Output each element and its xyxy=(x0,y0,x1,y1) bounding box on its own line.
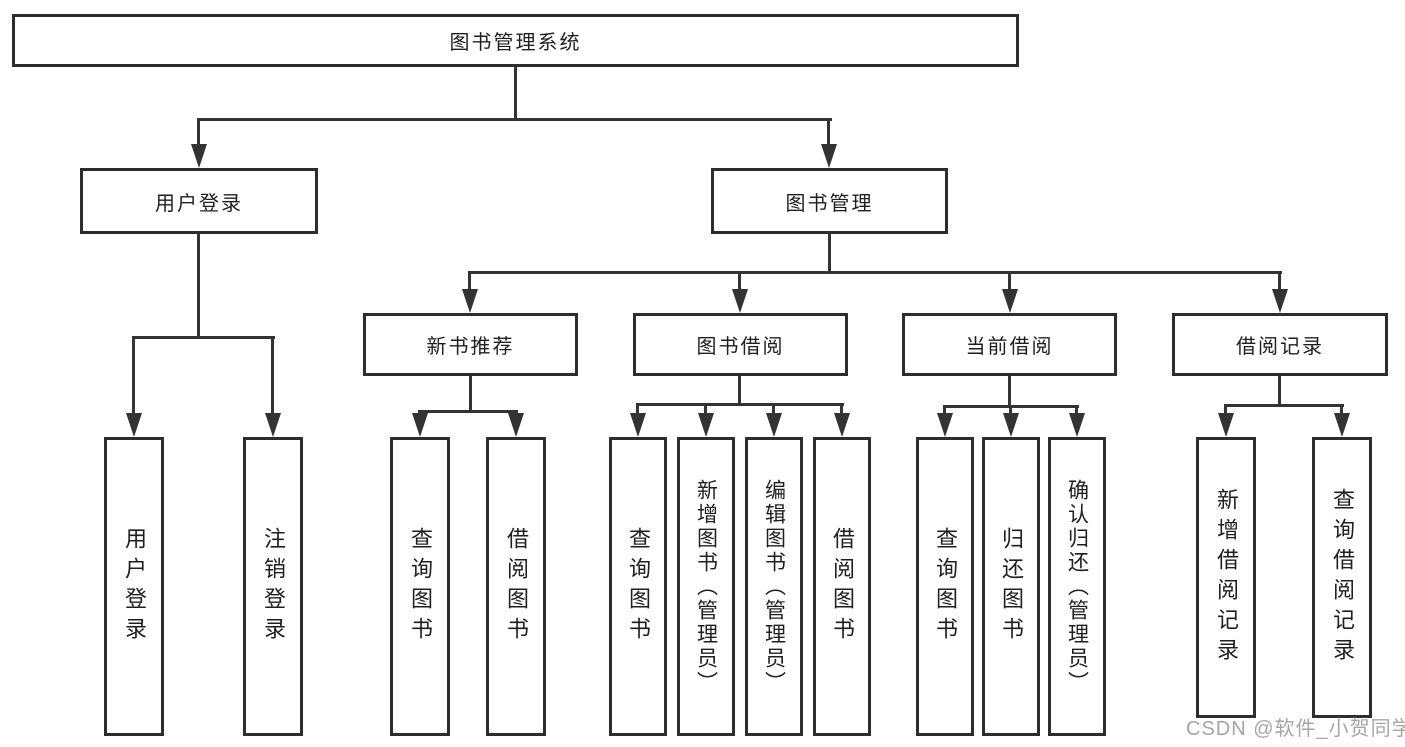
node-label: 当前借阅 xyxy=(965,336,1054,358)
leaf-logout: 注销登录 xyxy=(243,437,303,736)
connector-line xyxy=(468,271,471,295)
node-label: 查询图书 xyxy=(626,526,651,647)
arrow-down-icon xyxy=(1002,289,1018,313)
connector-line xyxy=(1009,405,1012,419)
node-book-borrowing: 图书借阅 xyxy=(633,313,848,376)
arrow-down-icon xyxy=(1003,413,1019,437)
leaf-add-books-admin: 新增图书（管理员） xyxy=(677,437,735,736)
arrow-down-icon xyxy=(1272,289,1288,313)
leaf-return-books: 归还图书 xyxy=(982,437,1040,736)
arrow-down-icon xyxy=(508,413,524,437)
arrow-down-icon xyxy=(698,413,714,437)
arrow-down-icon xyxy=(265,413,281,437)
connector-line xyxy=(132,336,275,339)
node-label: 查询借阅记录 xyxy=(1330,487,1355,668)
connector-line xyxy=(1075,405,1078,419)
connector-line xyxy=(1224,404,1227,419)
leaf-user-login: 用户登录 xyxy=(104,437,164,736)
arrow-down-icon xyxy=(937,413,953,437)
node-book-management: 图书管理 xyxy=(711,168,948,234)
node-label: 图书管理系统 xyxy=(449,32,582,54)
leaf-query-books-borrowing: 查询图书 xyxy=(609,437,667,736)
leaf-borrow-books-recommend: 借阅图书 xyxy=(486,437,546,736)
arrow-down-icon xyxy=(126,413,142,437)
connector-line xyxy=(738,376,741,405)
arrow-down-icon xyxy=(732,289,748,313)
node-user-login: 用户登录 xyxy=(80,168,318,234)
connector-line xyxy=(1278,376,1281,406)
connector-line xyxy=(1224,404,1344,407)
leaf-query-books-recommend: 查询图书 xyxy=(390,437,450,736)
connector-line xyxy=(418,410,518,413)
connector-line xyxy=(772,403,775,419)
connector-line xyxy=(469,376,472,412)
node-label: 编辑图书（管理员） xyxy=(762,478,786,695)
node-label: 查询图书 xyxy=(933,526,958,647)
node-label: 借阅图书 xyxy=(504,526,529,647)
connector-line xyxy=(468,271,1282,274)
leaf-edit-books-admin: 编辑图书（管理员） xyxy=(745,437,803,736)
connector-line xyxy=(1008,376,1011,407)
connector-line xyxy=(198,118,832,121)
connector-line xyxy=(636,403,639,419)
arrow-down-icon xyxy=(766,413,782,437)
node-root-library-management-system: 图书管理系统 xyxy=(12,14,1019,67)
arrow-down-icon xyxy=(191,144,207,168)
arrow-down-icon xyxy=(821,144,837,168)
node-label: 图书管理 xyxy=(785,192,874,215)
connector-line xyxy=(132,336,135,419)
node-label: 新增图书（管理员） xyxy=(694,478,718,695)
arrow-down-icon xyxy=(630,413,646,437)
arrow-down-icon xyxy=(834,413,850,437)
node-current-borrowing: 当前借阅 xyxy=(902,313,1117,376)
arrow-down-icon xyxy=(462,289,478,313)
leaf-query-borrow-record: 查询借阅记录 xyxy=(1312,437,1372,718)
connector-line xyxy=(514,67,517,119)
node-label: 用户登录 xyxy=(155,192,243,215)
node-label: 借阅图书 xyxy=(830,526,855,647)
arrow-down-icon xyxy=(412,413,428,437)
connector-line xyxy=(1278,271,1281,295)
leaf-confirm-return-admin: 确认归还（管理员） xyxy=(1048,437,1106,736)
connector-line xyxy=(827,118,830,150)
leaf-borrow-books: 借阅图书 xyxy=(813,437,871,736)
connector-line xyxy=(197,118,200,150)
csdn-watermark: CSDN @软件_小贺同学 xyxy=(1186,718,1405,740)
node-label: 查询图书 xyxy=(408,526,433,647)
leaf-add-borrow-record: 新增借阅记录 xyxy=(1196,437,1256,718)
node-new-book-recommendation: 新书推荐 xyxy=(363,313,578,376)
connector-line xyxy=(840,403,843,419)
arrow-down-icon xyxy=(1069,413,1085,437)
node-label: 图书借阅 xyxy=(696,336,785,358)
connector-line xyxy=(738,271,741,295)
node-label: 确认归还（管理员） xyxy=(1065,478,1089,695)
node-borrowing-records: 借阅记录 xyxy=(1172,313,1388,376)
connector-line xyxy=(1340,404,1343,419)
node-label: 新书推荐 xyxy=(426,336,515,358)
node-label: 用户登录 xyxy=(122,526,147,647)
node-label: 借阅记录 xyxy=(1236,336,1324,358)
arrow-down-icon xyxy=(1218,413,1234,437)
node-label: 注销登录 xyxy=(261,526,286,647)
connector-line xyxy=(271,336,274,419)
connector-line xyxy=(636,403,844,406)
arrow-down-icon xyxy=(1334,413,1350,437)
connector-line xyxy=(704,403,707,419)
connector-line xyxy=(828,234,831,273)
node-label: 新增借阅记录 xyxy=(1214,487,1239,668)
node-label: 归还图书 xyxy=(999,526,1024,647)
connector-line xyxy=(1008,271,1011,295)
connector-line xyxy=(943,405,946,419)
connector-line xyxy=(197,234,200,338)
leaf-query-books-current: 查询图书 xyxy=(916,437,974,736)
